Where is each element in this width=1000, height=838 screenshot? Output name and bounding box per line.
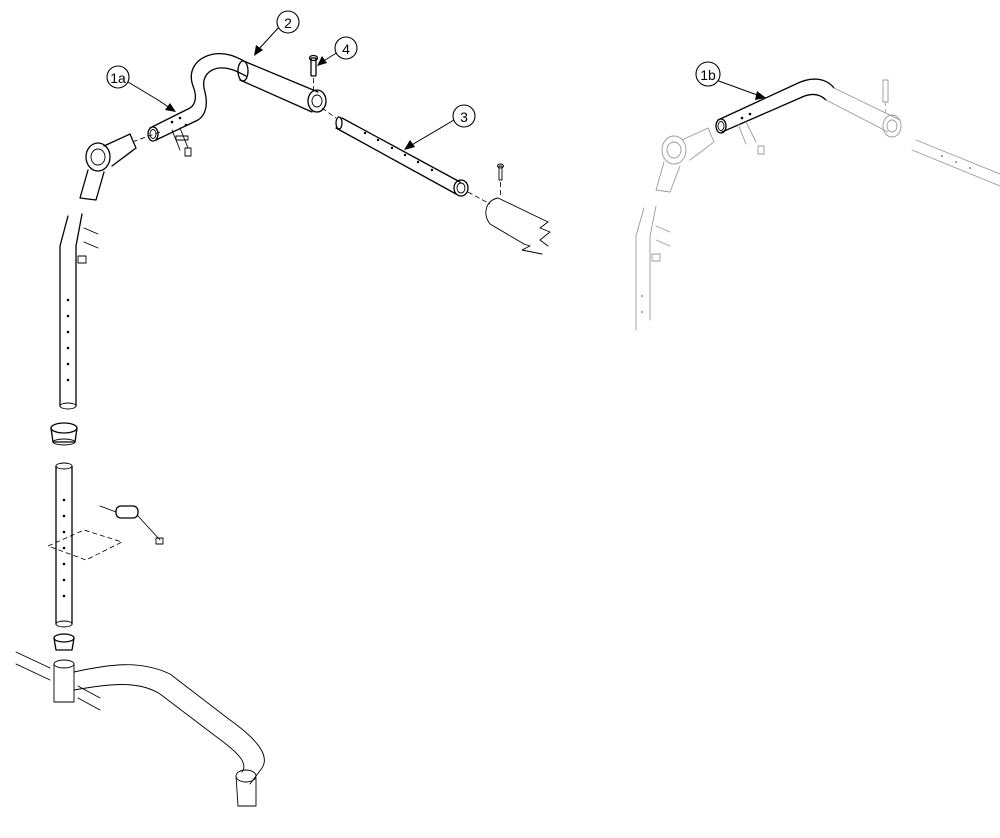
bushing-upper: [50, 422, 78, 446]
callout-label-2: 2: [284, 15, 292, 31]
handle-clamp-screws: [131, 127, 192, 157]
callout-1b: 1b: [695, 61, 766, 100]
grip-sleeve-2: [237, 60, 327, 113]
swivel-receiver: [79, 133, 137, 201]
bushing-lower: [53, 633, 75, 651]
extension-tube-3: [321, 107, 491, 205]
callout-3: 3: [404, 104, 476, 150]
callout-label-3: 3: [460, 109, 468, 125]
callout-label-4: 4: [342, 41, 350, 57]
callout-2: 2: [254, 10, 300, 56]
screw-4: [308, 54, 319, 92]
side-clamp: [46, 505, 164, 561]
base-socket: [15, 651, 101, 711]
handle-tube-1b: [715, 78, 835, 134]
handle-tube-1a: [147, 52, 247, 142]
callout-label-1a: 1a: [110, 70, 126, 86]
callout-1a: 1a: [106, 65, 176, 112]
cut-tube-section: [485, 163, 551, 255]
callout-label-1b: 1b: [700, 67, 716, 83]
right-ghost-frame: [635, 79, 1000, 331]
callout-4: 4: [317, 36, 358, 66]
lower-bent-arm: [73, 664, 265, 807]
upper-vertical-post: [59, 213, 99, 410]
lower-vertical-post: [55, 462, 73, 628]
